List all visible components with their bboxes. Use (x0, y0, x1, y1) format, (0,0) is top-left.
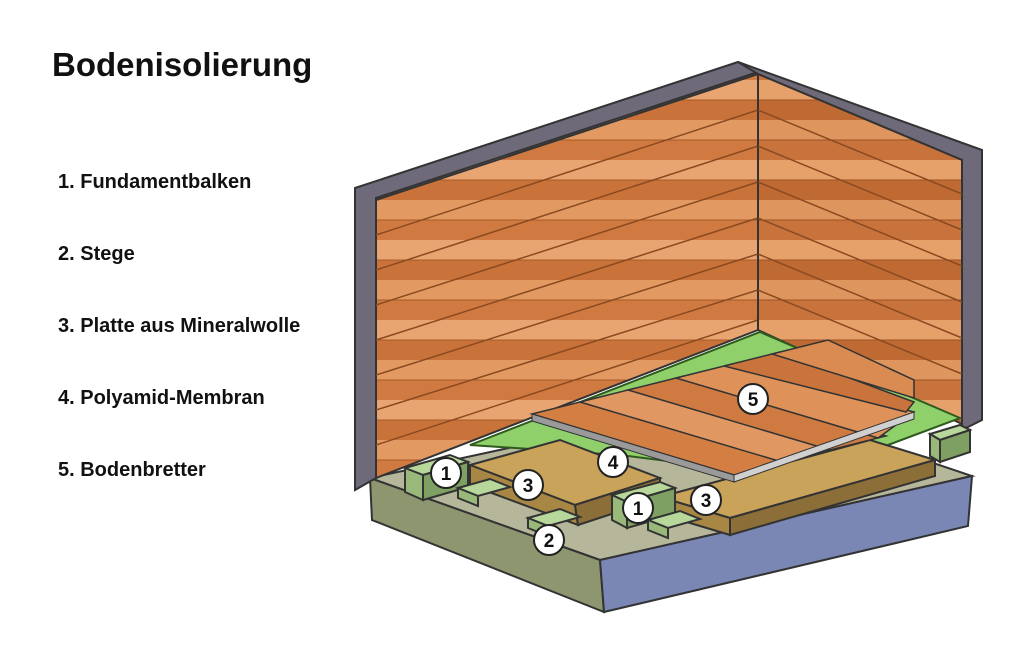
marker-1a: 1 (430, 457, 462, 489)
svg-text:3: 3 (701, 491, 712, 512)
legend-item-stege: 2. Stege (58, 243, 135, 265)
svg-text:1: 1 (441, 464, 452, 485)
svg-text:3: 3 (523, 476, 534, 497)
left-wall (354, 60, 761, 492)
legend-item-bodenbretter: 5. Bodenbretter (58, 459, 206, 481)
marker-1b: 1 (622, 492, 654, 524)
svg-text:2: 2 (544, 531, 555, 552)
marker-5: 5 (737, 383, 769, 415)
svg-text:5: 5 (748, 390, 759, 411)
stege (454, 477, 704, 540)
svg-text:4: 4 (608, 453, 619, 474)
marker-4: 4 (597, 446, 629, 478)
legend-item-membran: 4. Polyamid-Membran (58, 387, 265, 409)
marker-2: 2 (533, 524, 565, 556)
legend-item-fundamentbalken: 1. Fundamentbalken (58, 171, 252, 193)
marker-3b: 3 (690, 484, 722, 516)
legend-item-mineralwolle: 3. Platte aus Mineralwolle (58, 315, 301, 337)
legend: 1. Fundamentbalken 2. Stege 3. Platte au… (58, 168, 300, 528)
page-title: Bodenisolierung (52, 46, 313, 83)
marker-3a: 3 (512, 469, 544, 501)
svg-text:1: 1 (633, 499, 644, 520)
